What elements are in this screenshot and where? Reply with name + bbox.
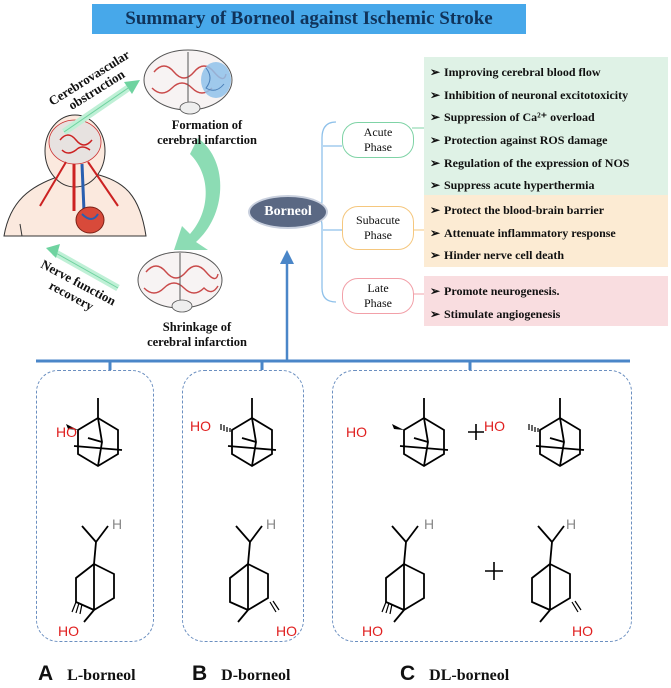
- borneol-label: Borneol: [264, 204, 312, 219]
- dl-borneol-top-ho-2: HO: [484, 418, 505, 434]
- acute-effects-panel: ➢Improving cerebral blood flow ➢Inhibiti…: [424, 57, 668, 195]
- effect-item: ➢Suppress acute hyperthermia: [430, 178, 595, 193]
- infarction-brain-icon: [143, 49, 233, 115]
- effect-item: ➢Protection against ROS damage: [430, 133, 608, 148]
- d-borneol-bottom-structure: [229, 525, 269, 623]
- l-borneol-box: [36, 370, 154, 642]
- l-borneol-bottom-ho: HO: [58, 623, 79, 639]
- effect-item: ➢Attenuate inflammatory response: [430, 225, 616, 240]
- formation-label: Formation of cerebral infarction: [157, 118, 257, 147]
- recovery-arrow: [46, 244, 120, 292]
- dl-borneol-bottom-ho-1: HO: [362, 623, 383, 639]
- effect-item: ➢Suppression of Ca²⁺ overload: [430, 110, 595, 125]
- effect-item: ➢Improving cerebral blood flow: [430, 65, 601, 79]
- effect-item: ➢Inhibition of neuronal excitotoxicity: [430, 87, 629, 102]
- dl-borneol-bottom-structure-2: [531, 525, 571, 623]
- d-borneol-bottom-ho: HO: [276, 623, 297, 639]
- human-body-illustration: [3, 114, 147, 237]
- l-borneol-h: H: [112, 516, 122, 532]
- shrinkage-brain-icon: [137, 251, 223, 313]
- dl-borneol-bottom-ho-2: HO: [572, 623, 593, 639]
- l-borneol-top-ho: HO: [56, 424, 77, 440]
- effect-item: ➢Regulation of the expression of NOS: [430, 155, 630, 170]
- subacute-effects-panel: ➢Protect the blood-brain barrier ➢Attenu…: [424, 195, 668, 267]
- dl-borneol-top-ho-1: HO: [346, 424, 367, 440]
- diagram-title: Summary of Borneol against Ischemic Stro…: [92, 4, 526, 34]
- stroke-process-graphic: [3, 49, 233, 313]
- effect-item: ➢Stimulate angiogenesis: [430, 306, 561, 321]
- d-borneol-box: [182, 370, 304, 642]
- progression-arrow: [174, 138, 221, 250]
- plus-icon: [485, 562, 503, 580]
- dl-borneol-box: [332, 370, 632, 642]
- dl-borneol-h-1: H: [424, 516, 434, 532]
- effect-item: ➢Hinder nerve cell death: [430, 248, 565, 263]
- late-effects-panel: ➢Promote neurogenesis. ➢Stimulate angiog…: [424, 276, 668, 326]
- dl-borneol-h-2: H: [566, 516, 576, 532]
- effect-item: ➢Promote neurogenesis.: [430, 284, 560, 298]
- shrinkage-label: Shrinkage of cerebral infarction: [147, 320, 247, 349]
- d-borneol-h: H: [266, 516, 276, 532]
- effect-item: ➢Protect the blood-brain barrier: [430, 203, 605, 217]
- obstruction-arrow: [62, 80, 140, 135]
- dl-borneol-top-structure-1: [392, 397, 449, 467]
- d-borneol-top-structure: [220, 397, 277, 467]
- dl-borneol-top-structure-2: [528, 397, 585, 467]
- plus-icon: [468, 424, 484, 440]
- borneol-center-node: Borneol: [250, 197, 326, 227]
- d-borneol-top-ho: HO: [190, 418, 211, 434]
